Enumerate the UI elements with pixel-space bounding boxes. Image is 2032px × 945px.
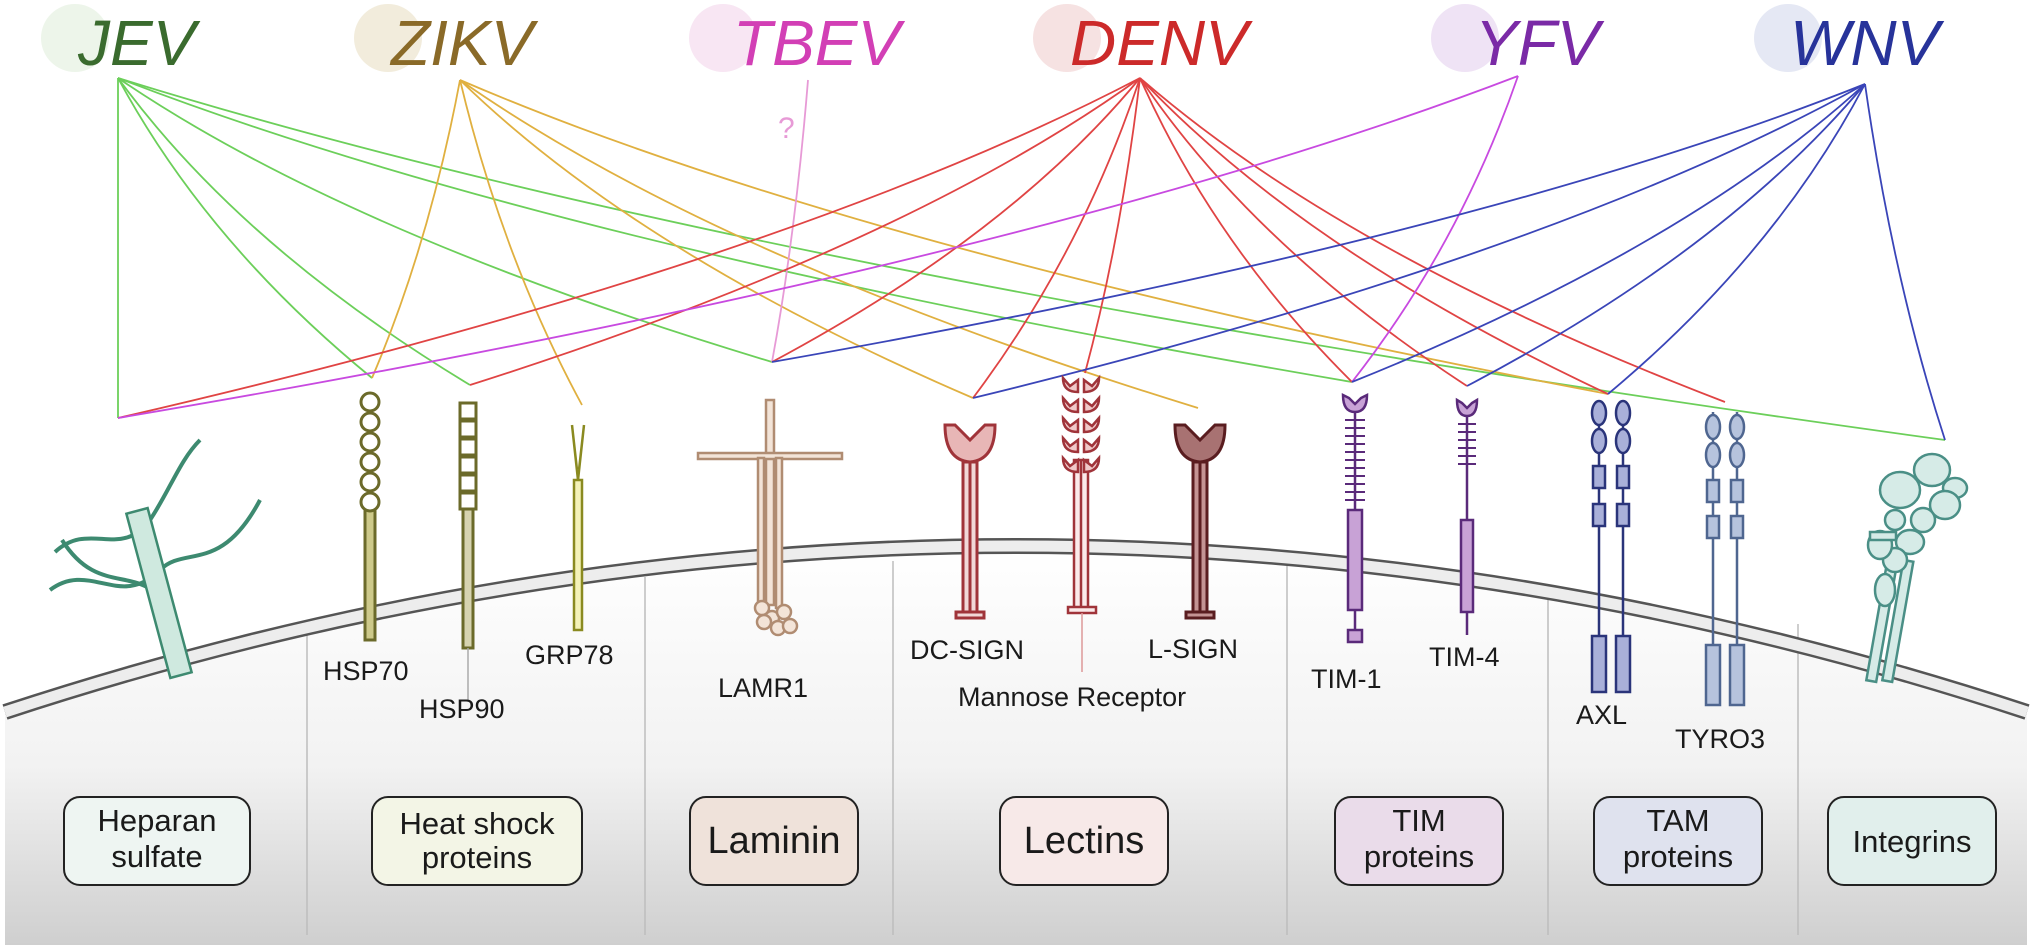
- virus-label-zikv: ZIKV: [389, 7, 539, 79]
- svg-text:Integrins: Integrins: [1853, 824, 1972, 859]
- connection-line: [1351, 75, 1519, 383]
- receptor-family-boxes: Heparan sulfate Heat shock proteins Lami…: [63, 796, 1997, 886]
- hsp90-receptor-icon: [458, 401, 478, 700]
- connection-line: [1864, 83, 1946, 441]
- label-dc-sign: DC-SIGN: [910, 635, 1024, 665]
- tyro3-receptor-icon: [1704, 412, 1746, 707]
- family-box-heat-shock-proteins: Heat shock proteins: [371, 796, 583, 886]
- virus-particle-icon: [354, 4, 422, 72]
- connection-line: [459, 79, 583, 406]
- label-axl: AXL: [1576, 700, 1627, 730]
- svg-text:proteins: proteins: [1364, 839, 1474, 874]
- connection-line: [117, 75, 1519, 419]
- cell-membrane: [2, 538, 2030, 720]
- label-hsp90: HSP90: [419, 694, 505, 724]
- connection-line: [1466, 83, 1866, 387]
- connection-line: [117, 77, 471, 386]
- family-box-integrins: Integrins: [1827, 796, 1997, 886]
- svg-text:Heparan: Heparan: [98, 803, 217, 838]
- virus-label-denv: DENV: [1070, 7, 1253, 79]
- connection-line: [117, 77, 373, 379]
- connection-line: [117, 77, 1353, 383]
- family-box-laminin: Laminin: [689, 796, 859, 886]
- connection-line: [1139, 77, 1353, 383]
- connection-line: [1607, 83, 1866, 395]
- virus-particle-icon: [41, 4, 109, 72]
- label-tyro3: TYRO3: [1675, 724, 1765, 754]
- integrin-receptor-icon: [1864, 452, 1969, 684]
- connection-line: [469, 77, 1141, 386]
- svg-text:TIM: TIM: [1392, 803, 1445, 838]
- label-tim-4: TIM-4: [1429, 642, 1500, 672]
- connection-line: [459, 79, 1609, 395]
- connection-line: [972, 83, 1866, 399]
- tim-4-receptor-icon: [1455, 397, 1479, 635]
- label-mannose-receptor: Mannose Receptor: [958, 682, 1186, 712]
- connection-line: [1139, 77, 1468, 387]
- family-box-lectins: Lectins: [999, 796, 1169, 886]
- family-box-heparan-sulfate: Heparan sulfate: [63, 796, 251, 886]
- virus-particle-icon: [1033, 4, 1101, 72]
- virus-label-yfv: YFV: [1475, 7, 1605, 79]
- virus-particle-icon: [689, 4, 757, 72]
- connection-line: [1351, 83, 1866, 383]
- connection-line: [1139, 77, 1726, 403]
- label-hsp70: HSP70: [323, 656, 409, 686]
- virus-label-jev: JEV: [77, 7, 201, 79]
- connection-line: [771, 79, 809, 363]
- grp78-receptor-icon: [570, 424, 586, 632]
- hsp70-receptor-icon: [359, 391, 381, 642]
- label-tim-1: TIM-1: [1311, 664, 1382, 694]
- virus-particle-icon: [1431, 4, 1499, 72]
- connection-line: [771, 77, 1141, 363]
- family-box-tam-proteins: TAM proteins: [1593, 796, 1763, 886]
- connection-line: [371, 79, 461, 379]
- label-grp78: GRP78: [525, 640, 614, 670]
- lamr1-receptor-icon: [696, 398, 844, 637]
- svg-text:proteins: proteins: [422, 840, 532, 875]
- label-l-sign: L-SIGN: [1148, 634, 1238, 664]
- connection-line: [459, 79, 974, 399]
- label-lamr1: LAMR1: [718, 673, 808, 703]
- virus-labels: JEV ZIKV TBEV DENV YFV WNV: [41, 4, 1945, 79]
- connection-line: [459, 79, 1199, 409]
- connection-line: [771, 83, 1866, 363]
- mannose-receptor-icon: [1061, 374, 1101, 672]
- svg-text:Lectins: Lectins: [1024, 820, 1144, 862]
- connection-line: [117, 77, 773, 363]
- svg-text:Heat shock: Heat shock: [399, 806, 555, 841]
- connection-line: [117, 77, 1946, 441]
- virus-receptor-connections: [117, 75, 1946, 441]
- svg-text:TAM: TAM: [1646, 803, 1709, 838]
- virus-label-wnv: WNV: [1790, 7, 1945, 79]
- receptor-labels: HSP70 HSP90 GRP78 LAMR1 DC-SIGN Mannose …: [323, 634, 1765, 754]
- heparan-sulfate-icon: [48, 438, 262, 680]
- dc-sign-receptor-icon: [943, 423, 997, 620]
- virus-particle-icon: [1754, 4, 1822, 72]
- svg-text:proteins: proteins: [1623, 839, 1733, 874]
- family-box-tim-proteins: TIM proteins: [1334, 796, 1504, 886]
- virus-label-tbev: TBEV: [733, 7, 905, 79]
- tbev-question-mark: ?: [778, 112, 795, 145]
- tim-1-receptor-icon: [1341, 392, 1369, 644]
- svg-text:Laminin: Laminin: [707, 820, 840, 862]
- l-sign-receptor-icon: [1173, 423, 1227, 620]
- connection-line: [117, 77, 1141, 419]
- svg-text:sulfate: sulfate: [111, 839, 202, 874]
- connection-line: [1084, 77, 1141, 374]
- compartment-dividers: [306, 561, 1799, 935]
- connection-line: [972, 77, 1141, 399]
- axl-receptor-icon: [1590, 399, 1632, 694]
